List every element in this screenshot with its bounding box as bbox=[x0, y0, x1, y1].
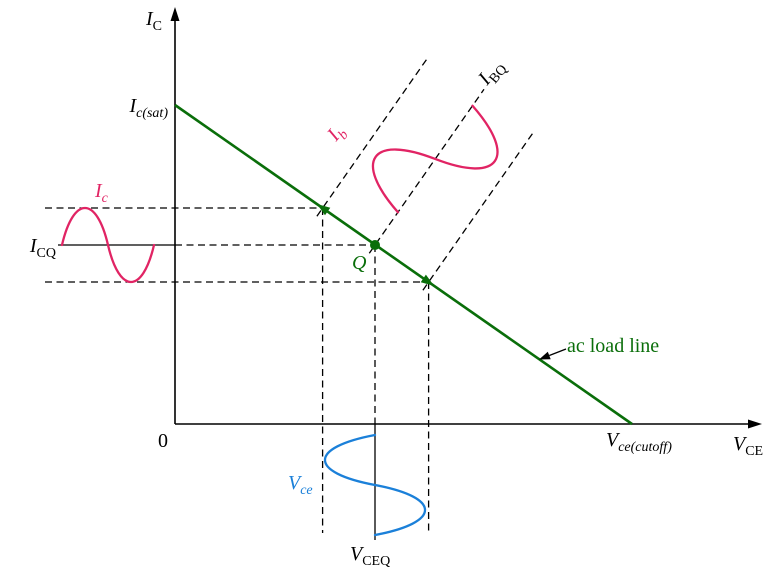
ac-load-line-pointer-arrowhead-icon bbox=[539, 351, 551, 360]
ibq-dashed-line bbox=[368, 88, 485, 254]
q-point-label: Q bbox=[352, 252, 367, 274]
vceq-label: VCEQ bbox=[350, 543, 390, 569]
ac-load-line-label: ac load line bbox=[567, 335, 659, 357]
ic-wave-label: Ic bbox=[94, 180, 109, 206]
vce-waveform bbox=[324, 433, 426, 537]
ic-waveform bbox=[60, 206, 156, 284]
y-axis-arrowhead-icon bbox=[170, 7, 180, 21]
ib-upper-dashed-line bbox=[316, 56, 430, 217]
ib-waveform bbox=[371, 104, 499, 214]
vce-cutoff-label: Vce(cutoff) bbox=[606, 429, 672, 455]
x-axis-arrowhead-icon bbox=[748, 419, 762, 429]
ac-load-line-pointer-line bbox=[549, 348, 567, 357]
q-point-dot bbox=[370, 240, 380, 250]
origin-label: 0 bbox=[158, 430, 168, 452]
ib-wave-label: Ib bbox=[322, 121, 351, 149]
ib-lower-dashed-line bbox=[422, 130, 536, 291]
icq-label: ICQ bbox=[29, 235, 56, 261]
vce-wave-label: Vce bbox=[288, 472, 313, 498]
ic-sat-label: Ic(sat) bbox=[128, 95, 168, 121]
ib-waveform-group bbox=[371, 104, 499, 214]
load-line-lower-arrowhead-icon bbox=[420, 274, 434, 286]
load-line-upper-arrowhead-icon bbox=[317, 204, 331, 216]
y-axis-label: IC bbox=[145, 8, 162, 34]
ac-load-line bbox=[174, 103, 633, 426]
ibq-label: IBQ bbox=[473, 55, 510, 92]
x-axis-label: VCE bbox=[733, 433, 763, 459]
